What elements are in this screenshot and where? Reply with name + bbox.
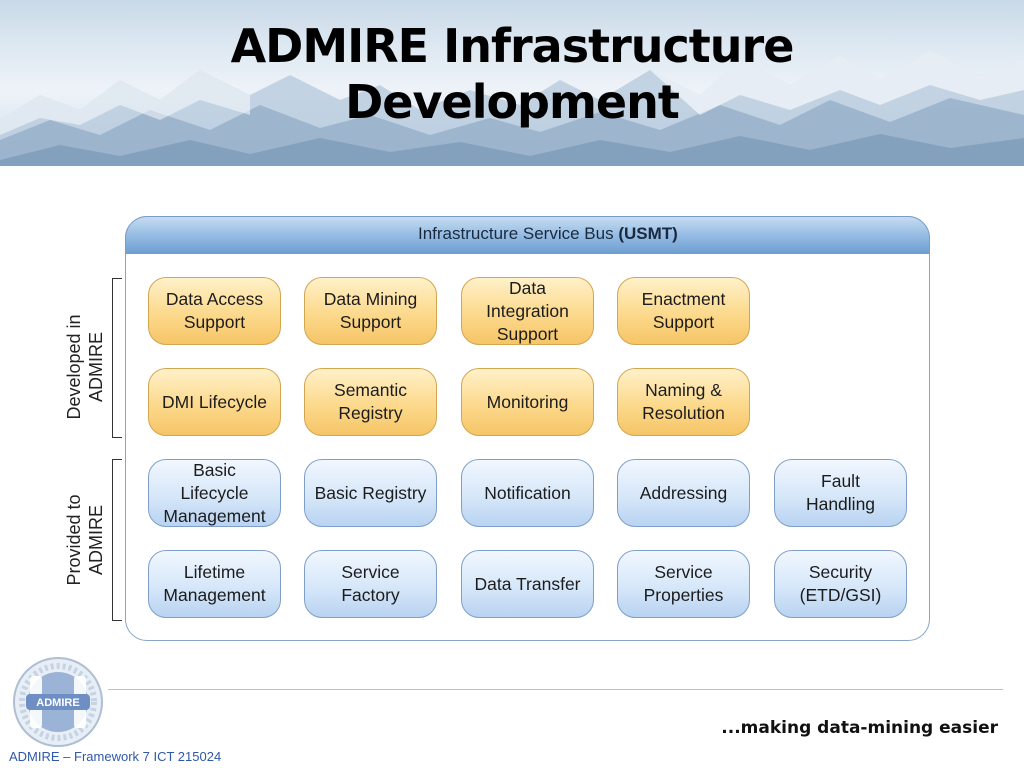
box-semantic-registry: Semantic Registry	[304, 368, 437, 436]
bus-name: Infrastructure Service Bus	[418, 224, 614, 243]
bracket-developed	[112, 278, 122, 438]
title-line-2: Development	[345, 75, 680, 129]
box-label: Security (ETD/GSI)	[799, 562, 882, 605]
box-basic-lifecycle-management: Basic Lifecycle Management	[148, 459, 281, 527]
tagline: ...making data-mining easier	[721, 718, 998, 738]
box-service-factory: Service Factory	[304, 550, 437, 618]
box-label: Basic Registry	[314, 482, 427, 503]
box-data-integration-support: Data Integration Support	[461, 277, 594, 345]
mountain-illustration	[0, 50, 1024, 166]
side-provided-line-2: ADMIRE	[86, 505, 106, 576]
service-bus-bar	[125, 216, 930, 254]
box-basic-registry: Basic Registry	[304, 459, 437, 527]
box-label: Addressing	[639, 482, 728, 503]
box-service-properties: Service Properties	[617, 550, 750, 618]
box-security-etd-gsi: Security (ETD/GSI)	[774, 550, 907, 618]
box-label: Data Access Support	[165, 289, 264, 332]
side-label-provided: Provided to ADMIRE	[63, 475, 107, 605]
admire-logo: ADMIRE	[12, 656, 104, 748]
box-monitoring: Monitoring	[461, 368, 594, 436]
box-label: Notification	[484, 482, 571, 503]
box-label: Data Transfer	[474, 573, 581, 594]
box-label: Data Mining Support	[323, 289, 418, 332]
box-label: Naming & Resolution	[642, 380, 725, 423]
title-line-1: ADMIRE Infrastructure	[230, 19, 795, 73]
box-dmi-lifecycle: DMI Lifecycle	[148, 368, 281, 436]
box-label: Semantic Registry	[334, 380, 407, 423]
side-provided-line-1: Provided to	[64, 494, 84, 586]
bus-suffix: (USMT)	[618, 224, 678, 243]
box-label: Enactment Support	[641, 289, 726, 332]
admire-logo-graphic: ADMIRE	[13, 657, 103, 747]
box-label: Service Factory	[341, 562, 400, 605]
box-label: Monitoring	[486, 391, 569, 412]
box-notification: Notification	[461, 459, 594, 527]
box-label: Lifetime Management	[163, 562, 266, 605]
box-data-mining-support: Data Mining Support	[304, 277, 437, 345]
box-enactment-support: Enactment Support	[617, 277, 750, 345]
mountain-banner	[0, 0, 1024, 166]
box-label: Fault Handling	[805, 471, 876, 514]
footer-credit: ADMIRE – Framework 7 ICT 215024	[9, 749, 222, 764]
box-label: Basic Lifecycle Management	[163, 459, 266, 526]
box-label: Data Integration Support	[486, 277, 569, 344]
box-naming-resolution: Naming & Resolution	[617, 368, 750, 436]
box-data-access-support: Data Access Support	[148, 277, 281, 345]
box-fault-handling: Fault Handling	[774, 459, 907, 527]
side-developed-line-1: Developed in	[64, 314, 84, 420]
box-label: Service Properties	[643, 562, 724, 605]
box-addressing: Addressing	[617, 459, 750, 527]
logo-text: ADMIRE	[36, 697, 79, 709]
box-data-transfer: Data Transfer	[461, 550, 594, 618]
slide-title: ADMIRE Infrastructure Development	[0, 18, 1024, 130]
side-developed-line-2: ADMIRE	[86, 332, 106, 403]
box-lifetime-management: Lifetime Management	[148, 550, 281, 618]
service-bus-label: Infrastructure Service Bus (USMT)	[418, 224, 678, 244]
box-label: DMI Lifecycle	[161, 391, 268, 412]
side-label-developed: Developed in ADMIRE	[63, 302, 107, 432]
bracket-provided	[112, 459, 122, 621]
footer-divider	[108, 689, 1003, 690]
